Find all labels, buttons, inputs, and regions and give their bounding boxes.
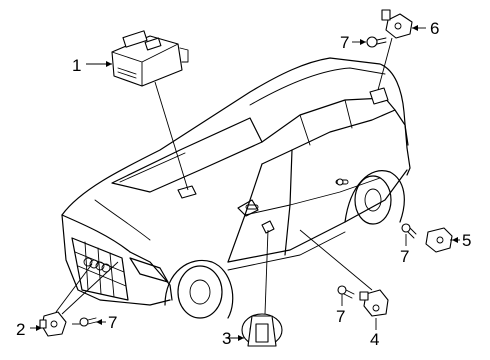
callout-6: 6: [430, 19, 439, 38]
callout-5: 5: [462, 231, 471, 250]
callout-7-door: 7: [400, 247, 409, 266]
airbag-control-module-icon: [111, 30, 189, 87]
clock-spring-icon: [241, 313, 283, 347]
rear-impact-sensor-icon: [381, 9, 413, 39]
callout-7-front: 7: [108, 313, 117, 332]
door-impact-sensor-icon: [425, 227, 453, 253]
rear-sensor-location-icon: [369, 87, 389, 105]
bolt-icon-front: [79, 317, 97, 327]
callout-3: 3: [222, 329, 231, 348]
bolt-icon-door: [401, 223, 417, 239]
side-sensor-location-icon: [336, 178, 344, 186]
vehicle-illustration: [61, 57, 411, 319]
clockspring-location-icon: [261, 220, 275, 234]
bolt-icon-side: [337, 285, 355, 299]
callout-1: 1: [72, 56, 81, 75]
side-impact-sensor-icon: [359, 289, 389, 317]
callout-2: 2: [16, 320, 25, 339]
callout-7-top: 7: [340, 33, 349, 52]
callout-7-side: 7: [336, 307, 345, 326]
brand-rings: [83, 257, 111, 273]
front-impact-sensor-icon: [39, 311, 67, 337]
callout-4: 4: [370, 330, 379, 349]
bolt-icon-top: [366, 36, 387, 48]
